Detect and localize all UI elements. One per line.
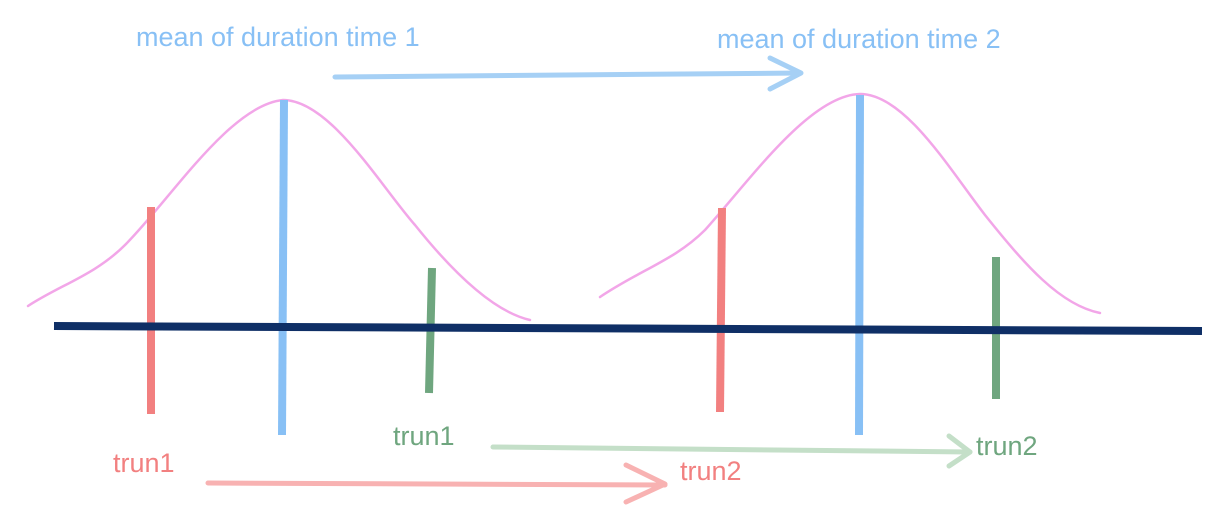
trun2-lower-line: [716, 207, 726, 413]
label-trun2-lower: trun2: [680, 456, 742, 486]
label-trun1-lower: trun1: [113, 448, 175, 478]
distribution-curve-2: [598, 92, 1102, 315]
label-trun1-upper: trun1: [393, 421, 455, 451]
arrow-trun-upper-shift: [490, 433, 973, 469]
arrow-trun-lower-shift: [205, 462, 668, 505]
mean1-line: [278, 99, 288, 436]
label-mean-1: mean of duration time 1: [136, 22, 420, 52]
label-trun2-upper: trun2: [976, 431, 1038, 461]
mean2-line: [855, 94, 864, 436]
horizontal-axis: [53, 322, 1203, 335]
label-mean-2: mean of duration time 2: [717, 24, 1001, 54]
arrow-mean-shift: [332, 55, 804, 92]
